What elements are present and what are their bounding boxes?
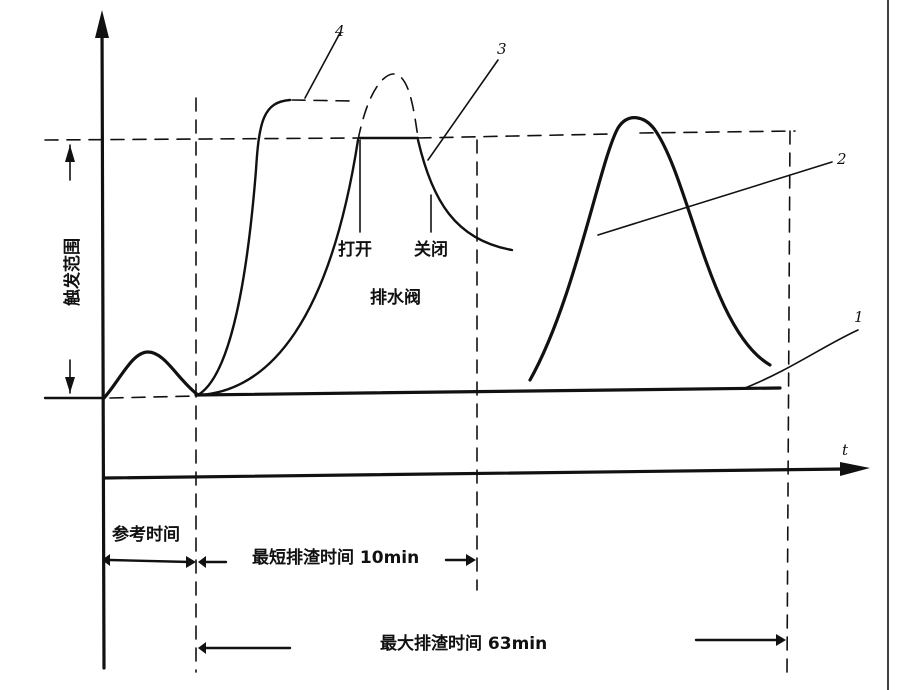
trigger-range-dimension [65, 144, 75, 394]
curve-2-leader [597, 161, 833, 236]
curve-number-4: 4 [334, 22, 345, 40]
curve-3-dashed-peak [357, 73, 419, 141]
y-axis [95, 10, 109, 670]
upper-threshold-line [44, 130, 796, 141]
curve-3-leader [427, 59, 499, 161]
t-axis [102, 462, 870, 480]
curve-number-1: 1 [854, 308, 864, 326]
max-discharge-label: 最大排渣时间 63min [380, 633, 547, 654]
max-discharge-dimension [198, 634, 786, 654]
trigger-range-label: 触发范围 [62, 238, 83, 307]
t-axis-label: t [842, 441, 849, 459]
curve-number-3: 3 [497, 40, 507, 58]
curve-4-dashed-top [291, 99, 351, 102]
drain-valve-label: 排水阀 [370, 287, 421, 308]
curve-3 [198, 138, 360, 397]
curve-3-close-drop [416, 138, 514, 252]
min-discharge-label: 最短排渣时间 10min [252, 547, 419, 568]
reference-time-label: 参考时间 [112, 524, 180, 545]
max-discharge-marker [786, 130, 791, 673]
lower-base-line [43, 386, 782, 400]
reference-time-dimension [102, 489, 196, 568]
initial-hump [102, 350, 200, 400]
close-label: 关闭 [414, 239, 448, 260]
curve-4 [196, 98, 292, 397]
curve-number-2: 2 [836, 150, 847, 168]
curve-2 [528, 116, 772, 382]
curve-1-leader [744, 329, 859, 389]
curve-4-leader [304, 32, 341, 99]
open-label: 打开 [338, 239, 372, 260]
min-discharge-dimension [198, 554, 476, 568]
